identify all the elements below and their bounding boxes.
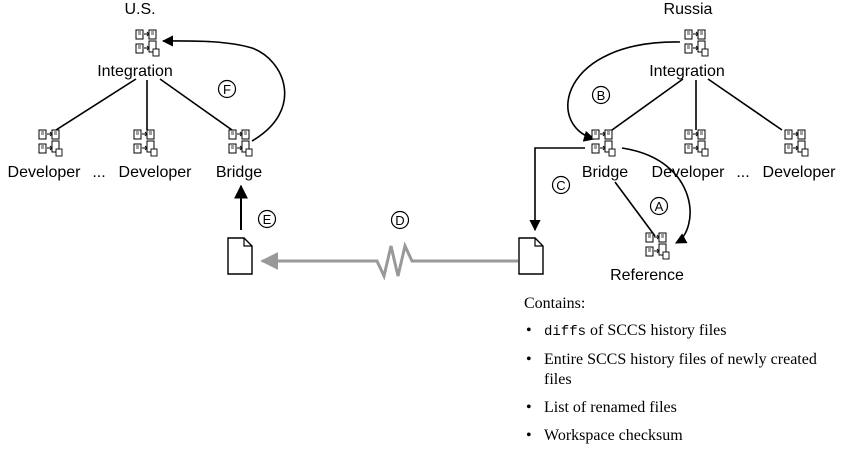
list-item: List of renamed files xyxy=(524,398,824,418)
ru-ellipsis-label: ... xyxy=(736,164,749,181)
us-bridge-label: Bridge xyxy=(216,164,262,181)
us-integration-label: Integration xyxy=(97,63,173,80)
step-marker-b: B xyxy=(591,85,611,105)
outgoing-file-icon xyxy=(518,237,544,275)
us-integration-workspace-icon xyxy=(135,29,160,57)
region-label-russia: Russia xyxy=(664,1,713,18)
svg-text:F: F xyxy=(223,82,231,97)
svg-text:E: E xyxy=(263,212,272,227)
svg-text:D: D xyxy=(395,213,404,228)
contents-list: diffs of SCCS history files Entire SCCS … xyxy=(524,321,824,446)
step-marker-d: D xyxy=(390,210,410,230)
us-developer-1-label: Developer xyxy=(8,164,82,181)
flow-arrow-f xyxy=(161,35,286,142)
ru-integration-workspace-icon xyxy=(684,29,709,57)
ru-reference-label: Reference xyxy=(610,267,684,284)
svg-text:A: A xyxy=(655,199,664,214)
ru-developer-2-label: Developer xyxy=(763,164,837,181)
ru-developer-1-label: Developer xyxy=(652,164,726,181)
svg-text:C: C xyxy=(556,178,565,193)
step-marker-c: C xyxy=(551,175,571,195)
list-item-text: of SCCS history files xyxy=(586,322,727,339)
transfer-arrow-d xyxy=(260,241,518,281)
incoming-file-icon xyxy=(227,237,253,275)
us-ellipsis-label: ... xyxy=(92,164,105,181)
us-bridge-workspace-icon xyxy=(228,129,253,157)
contents-heading: Contains: xyxy=(524,295,586,312)
ru-bridge-label: Bridge xyxy=(582,164,628,181)
step-marker-a: A xyxy=(649,196,669,216)
us-developer-2-label: Developer xyxy=(119,164,193,181)
ru-developer-2-workspace-icon xyxy=(784,129,809,157)
file-contents-note: Contains: diffs of SCCS history files En… xyxy=(524,294,824,454)
list-item: Entire SCCS history files of newly creat… xyxy=(524,350,824,390)
ru-reference-workspace-icon xyxy=(645,232,670,260)
svg-text:B: B xyxy=(597,88,606,103)
ru-developer-1-workspace-icon xyxy=(684,129,709,157)
flow-arrow-c xyxy=(529,147,585,232)
us-developer-1-workspace-icon xyxy=(38,129,63,157)
list-item: diffs of SCCS history files xyxy=(524,321,824,342)
ru-bridge-workspace-icon xyxy=(591,129,616,157)
russia-hierarchy-lines xyxy=(611,78,783,237)
us-hierarchy-lines xyxy=(55,78,233,131)
step-marker-e: E xyxy=(257,209,277,229)
region-label-us: U.S. xyxy=(124,1,155,18)
flow-arrow-b xyxy=(567,41,681,142)
diffs-code: diffs xyxy=(544,324,587,340)
flow-arrow-a xyxy=(621,147,691,244)
list-item: Workspace checksum xyxy=(524,426,824,446)
ru-integration-label: Integration xyxy=(649,63,725,80)
step-marker-f: F xyxy=(217,79,237,99)
us-developer-2-workspace-icon xyxy=(133,129,158,157)
